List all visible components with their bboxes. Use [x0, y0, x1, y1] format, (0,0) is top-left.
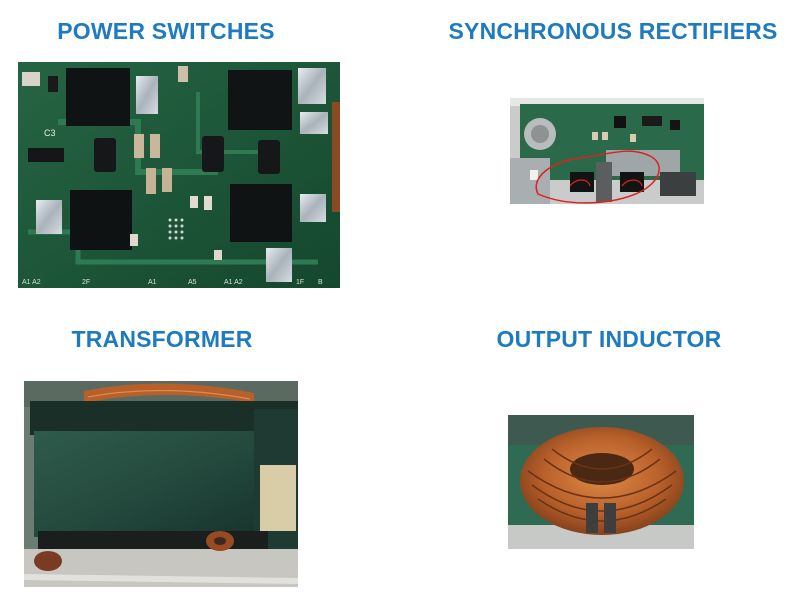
power-switches-label: POWER SWITCHES [57, 18, 275, 44]
power-switches-photo: C3 2F A1 A2 A1 A5 A1 A2 1F B [18, 62, 340, 288]
output-inductor-photo [508, 415, 694, 549]
output-inductor-label: OUTPUT INDUCTOR [496, 326, 722, 352]
silkscreen-2f: 2F [82, 279, 90, 286]
synchronous-rectifiers-photo [510, 98, 704, 204]
red-highlight-outline [535, 150, 660, 204]
silkscreen-a1: A1 [148, 279, 157, 286]
silkscreen-a1a2-right: A1 A2 [224, 279, 243, 286]
silkscreen-a1a2-left: A1 A2 [22, 279, 41, 286]
synchronous-rectifiers-label: SYNCHRONOUS RECTIFIERS [448, 18, 778, 44]
silkscreen-1f: 1F [296, 279, 304, 286]
silkscreen-c3: C3 [44, 128, 56, 138]
transformer-label: TRANSFORMER [71, 326, 253, 352]
transformer-photo [24, 381, 298, 587]
silkscreen-a5: A5 [188, 279, 197, 286]
silkscreen-b: B [318, 279, 323, 286]
